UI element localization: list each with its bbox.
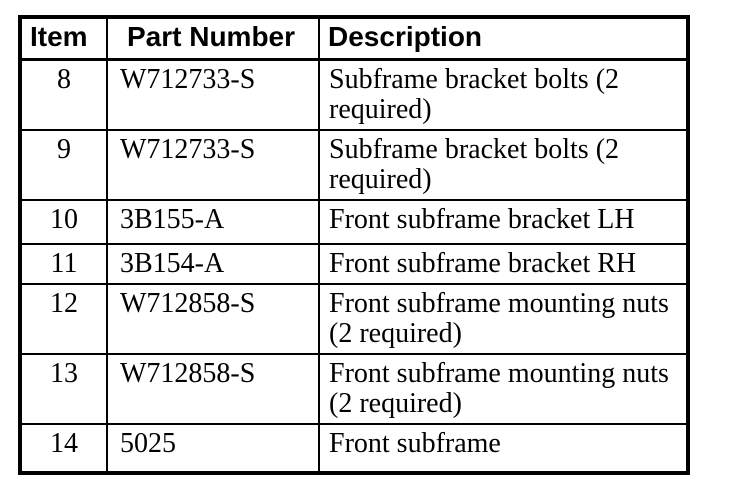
table-row: 8 W712733-S Subframe bracket bolts (2 re… <box>19 58 689 131</box>
cell-description: Subframe bracket bolts (2 required) <box>318 58 689 131</box>
parts-table: Item Part Number Description 8 W712733-S… <box>18 15 690 475</box>
table-row: 14 5025 Front subframe <box>19 423 689 474</box>
table-row: 10 3B155-A Front subframe bracket LH <box>19 199 689 245</box>
cell-description: Front subframe <box>318 423 689 474</box>
cell-item: 12 <box>19 283 108 355</box>
cell-part-number: W712733-S <box>106 58 320 131</box>
cell-item: 9 <box>19 129 108 201</box>
header-part-number: Part Number <box>106 16 320 61</box>
cell-part-number: 3B155-A <box>106 199 320 245</box>
page: Item Part Number Description 8 W712733-S… <box>18 15 690 475</box>
cell-part-number: 3B154-A <box>106 243 320 285</box>
cell-part-number: W712858-S <box>106 283 320 355</box>
table-row: 11 3B154-A Front subframe bracket RH <box>19 243 689 285</box>
table-header-row: Item Part Number Description <box>19 16 689 61</box>
cell-description: Front subframe mounting nuts (2 required… <box>318 353 689 425</box>
cell-description: Front subframe bracket LH <box>318 199 689 245</box>
cell-part-number: W712733-S <box>106 129 320 201</box>
cell-description: Front subframe bracket RH <box>318 243 689 285</box>
header-description: Description <box>318 16 689 61</box>
cell-item: 10 <box>19 199 108 245</box>
cell-item: 11 <box>19 243 108 285</box>
cell-description: Front subframe mounting nuts (2 required… <box>318 283 689 355</box>
cell-item: 14 <box>19 423 108 474</box>
cell-part-number: 5025 <box>106 423 320 474</box>
table-row: 13 W712858-S Front subframe mounting nut… <box>19 353 689 425</box>
table-row: 12 W712858-S Front subframe mounting nut… <box>19 283 689 355</box>
cell-item: 8 <box>19 58 108 131</box>
cell-part-number: W712858-S <box>106 353 320 425</box>
header-item: Item <box>19 16 108 61</box>
table-row: 9 W712733-S Subframe bracket bolts (2 re… <box>19 129 689 201</box>
cell-description: Subframe bracket bolts (2 required) <box>318 129 689 201</box>
cell-item: 13 <box>19 353 108 425</box>
